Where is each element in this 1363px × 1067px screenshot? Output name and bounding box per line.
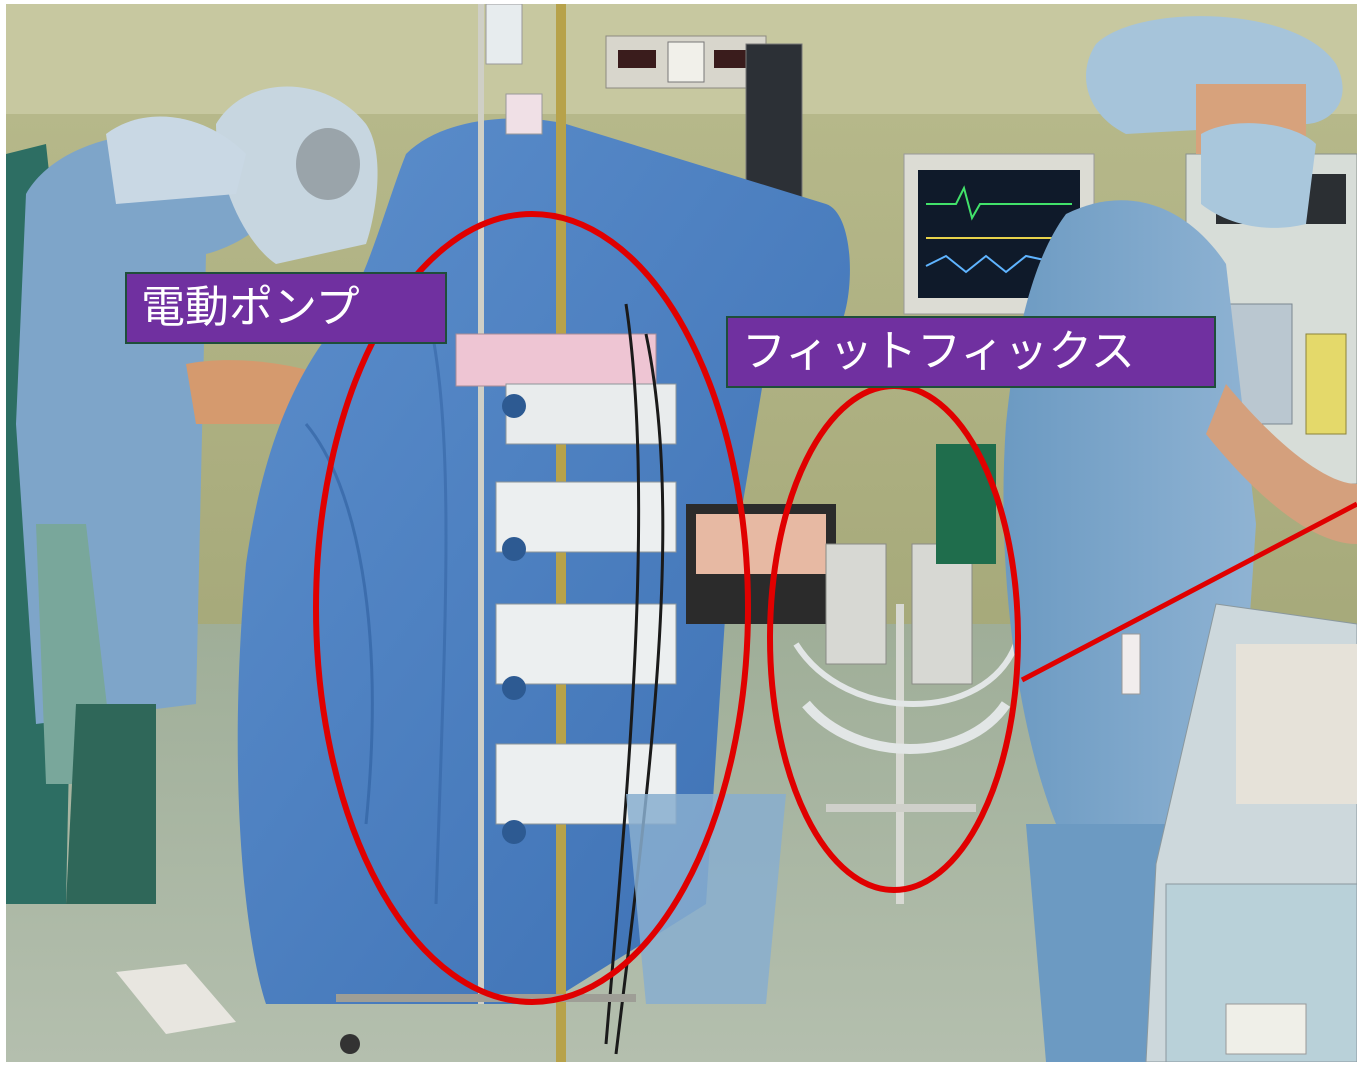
pump-label: 電動ポンプ [125,272,447,344]
trash-bin [626,794,786,1004]
operating-room-photo: 電動ポンプ フィットフィックス [6,4,1357,1062]
supply-cart [1145,603,1357,1062]
floor-paper [116,964,236,1034]
wall-clock-panel [605,35,767,89]
fitfix-label: フィットフィックス [726,316,1216,388]
operating-room-scene [6,4,1357,1062]
